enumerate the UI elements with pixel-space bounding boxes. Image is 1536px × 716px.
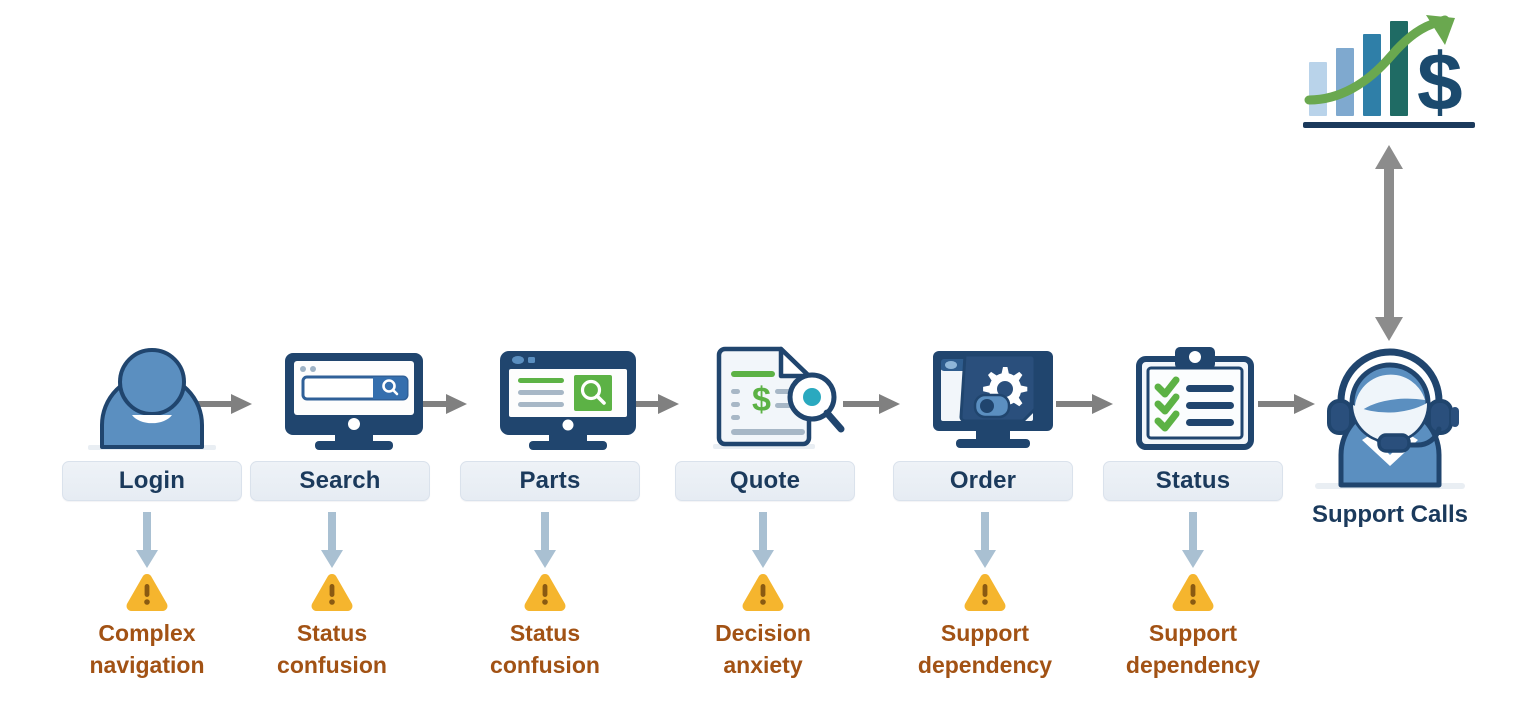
flow-arrow-status-to-support [1258,392,1316,416]
step-quote[interactable]: $ [690,345,870,460]
arrow-down-icon [242,512,422,572]
step-label-text: Login [118,467,186,494]
step-label-text: Quote [729,467,801,494]
step-label-text: Search [299,467,381,494]
journey-steps-row: $ [0,345,1290,460]
document-dollar-magnifier-icon: $ [690,345,870,453]
step-label-status[interactable]: Status [1103,461,1283,501]
flow-arrow-search-to-parts [410,392,468,416]
arrow-down-icon [455,512,635,572]
flow-arrow-login-to-search [195,392,253,416]
step-label-quote[interactable]: Quote [675,461,855,501]
flow-arrow-parts-to-quote [622,392,680,416]
clipboard-checklist-icon [1105,345,1285,453]
step-label-text: Status [1155,467,1231,494]
step-order[interactable] [903,345,1083,460]
arrow-down-icon [673,512,853,572]
step-parts[interactable] [478,345,658,460]
step-search[interactable] [264,345,444,460]
monitor-gears-icon [903,345,1083,453]
step-label-search[interactable]: Search [250,461,430,501]
bar-chart-growth-dollar-icon: $ [1295,12,1485,137]
warning-icon [455,570,635,614]
warning-icon [242,570,422,614]
user-avatar-icon [62,345,242,453]
support-calls-label: Support Calls [1311,501,1468,528]
monitor-catalog-icon [478,345,658,453]
svg-text:$: $ [752,381,771,419]
step-label-login[interactable]: Login [62,461,242,501]
warning-icon [895,570,1075,614]
warning-icon [57,570,237,614]
step-status[interactable] [1105,345,1285,460]
warning-icon [673,570,853,614]
warning-icon [1103,570,1283,614]
support-calls-node[interactable]: Support Calls [1300,340,1480,529]
monitor-search-bar-icon [264,345,444,453]
step-label-text: Parts [519,467,581,494]
step-login[interactable] [62,345,242,460]
step-label-text: Order [949,467,1017,494]
step-label-parts[interactable]: Parts [460,461,640,501]
step-label-order[interactable]: Order [893,461,1073,501]
arrow-down-icon [57,512,237,572]
arrow-down-icon [1103,512,1283,572]
flow-arrow-quote-to-order [843,392,901,416]
arrow-down-icon [895,512,1075,572]
flow-arrow-order-to-status [1056,392,1114,416]
arrow-up-down-icon [1366,143,1412,343]
headset-agent-icon [1300,340,1480,495]
dollar-symbol: $ [1417,37,1463,128]
